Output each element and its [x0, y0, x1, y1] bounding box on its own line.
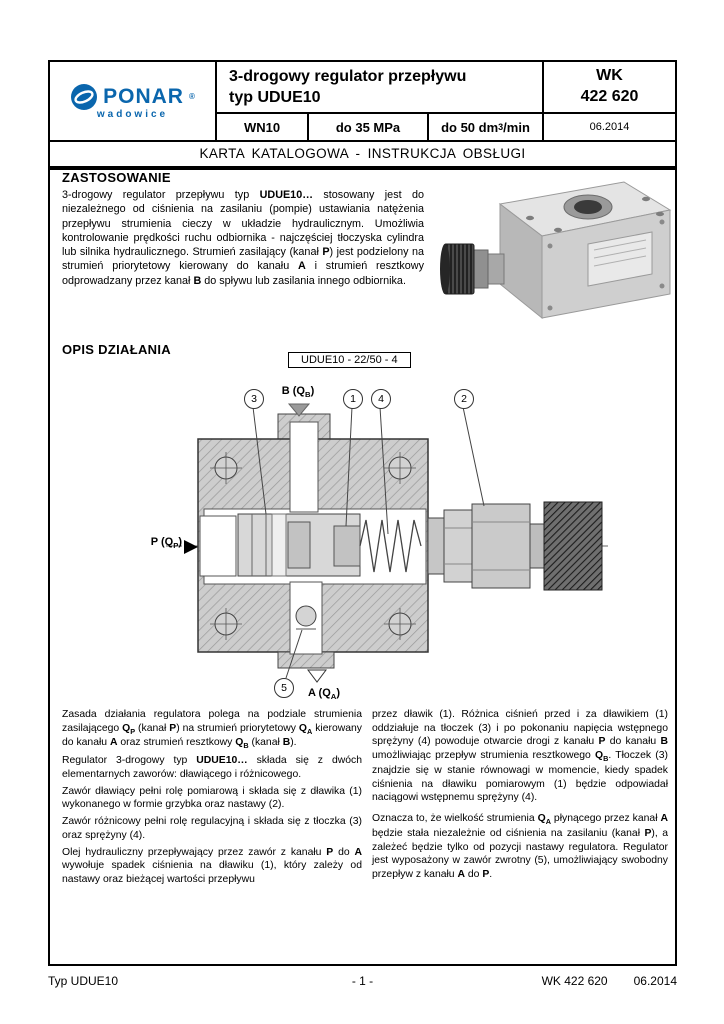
knurled-adjustment-knob — [543, 501, 603, 591]
page-footer: Typ UDUE10 - 1 - WK 422 620 06.2014 — [48, 974, 677, 990]
paragraph: Regulator 3-drogowy typ UDUE10… składa s… — [62, 755, 362, 780]
section-heading-zastosowanie: ZASTOSOWANIE — [62, 170, 171, 185]
check-valve — [295, 605, 317, 627]
pressure-cell: do 35 MPa — [307, 114, 427, 140]
bolt-hole-bottom-right — [384, 608, 416, 640]
flow-unit: /min — [503, 119, 530, 135]
paragraph: Olej hydrauliczny przepływający przez za… — [62, 846, 362, 885]
bolt-hole-bottom-left — [210, 608, 242, 640]
wk-label: WK — [596, 67, 623, 84]
paragraph: Zawór różnicowy pełni rolę regulacyjną i… — [62, 816, 362, 841]
port-p-opening — [199, 515, 237, 577]
description-column-left: Zasada działania regulatora polega na po… — [62, 708, 362, 890]
knob-hex — [473, 249, 489, 289]
flow-base: do 50 dm — [441, 119, 499, 135]
issue-date-cell: 06.2014 — [542, 114, 675, 140]
product-photo-illustration — [440, 181, 672, 320]
header-table: PONAR ® wadowice 3-drogowy regulator prz… — [50, 62, 675, 142]
callout-3: 3 — [244, 389, 264, 409]
callout-4: 4 — [371, 389, 391, 409]
port-label-p: P (QP) — [150, 536, 182, 551]
callout-leader-lines — [252, 406, 485, 679]
throttle-poppet — [333, 525, 361, 567]
ponar-logo-icon — [71, 83, 98, 110]
brand-city: wadowice — [96, 108, 169, 120]
catalog-number: WK 422 620 — [542, 62, 675, 114]
name-plate — [587, 231, 653, 287]
section-heading-opis: OPIS DZIAŁANIA — [62, 342, 171, 357]
flow-superscript: 3 — [498, 122, 504, 132]
footer-page-number: - 1 - — [351, 974, 374, 988]
port-label-b: B (QB) — [281, 385, 315, 400]
knob-end-cap — [440, 244, 450, 294]
adjustment-cartridge — [427, 501, 603, 591]
zastosowanie-paragraph: 3-drogowy regulator przepływu typ UDUE10… — [62, 189, 424, 287]
registered-mark: ® — [188, 92, 195, 101]
port-b-passage — [289, 421, 319, 513]
paragraph: Oznacza to, że wielkość strumienia QA pł… — [372, 813, 669, 880]
wk-number: 422 620 — [580, 87, 639, 105]
callout-5: 5 — [274, 678, 294, 698]
footer-date: 06.2014 — [633, 974, 677, 988]
description-column-right: przez dławik (1). Różnica ciśnień przed … — [372, 708, 668, 889]
document-type-band: KARTA KATALOGOWA - INSTRUKCJA OBSŁUGI — [50, 142, 675, 170]
ponar-logo: PONAR ® wadowice — [50, 62, 217, 140]
port-label-a: A (QA) — [307, 687, 341, 702]
paragraph: Zawór dławiący pełni rolę pomiarową i sk… — [62, 785, 362, 811]
callout-1: 1 — [343, 389, 363, 409]
knob-collar — [485, 253, 505, 285]
paragraph: przez dławik (1). Różnica ciśnień przed … — [372, 709, 668, 804]
brand-name: PONAR — [103, 84, 184, 108]
hex-nut — [471, 503, 531, 589]
footer-wk-number: WK 422 620 — [541, 974, 608, 988]
page-frame: PONAR ® wadowice 3-drogowy regulator prz… — [48, 60, 677, 966]
paragraph: Zasada działania regulatora polega na po… — [62, 709, 362, 751]
footer-type: Typ UDUE10 — [48, 974, 119, 988]
title-line-2: typ UDUE10 — [229, 88, 321, 106]
spring — [359, 519, 422, 573]
bolt-hole-top-right — [384, 452, 416, 484]
operation-diagram: 3 1 4 2 5 B (QB) P (QP) A (QA) — [138, 384, 610, 706]
spool-groove — [271, 513, 287, 577]
top-port-hole — [574, 200, 602, 214]
port-b-arrow — [287, 403, 311, 417]
model-designation-box: UDUE10 - 22/50 - 4 — [288, 352, 411, 368]
nominal-size-cell: WN10 — [243, 119, 281, 135]
product-photo — [438, 166, 674, 332]
document-title: 3-drogowy regulator przepływu typ UDUE10 — [217, 62, 542, 114]
port-p-arrow — [184, 540, 198, 554]
valve-cross-section — [166, 403, 608, 683]
title-line-1: 3-drogowy regulator przepływu — [229, 68, 467, 85]
callout-2: 2 — [454, 389, 474, 409]
bolt-hole-top-left — [210, 452, 242, 484]
port-a-arrow — [307, 669, 327, 683]
